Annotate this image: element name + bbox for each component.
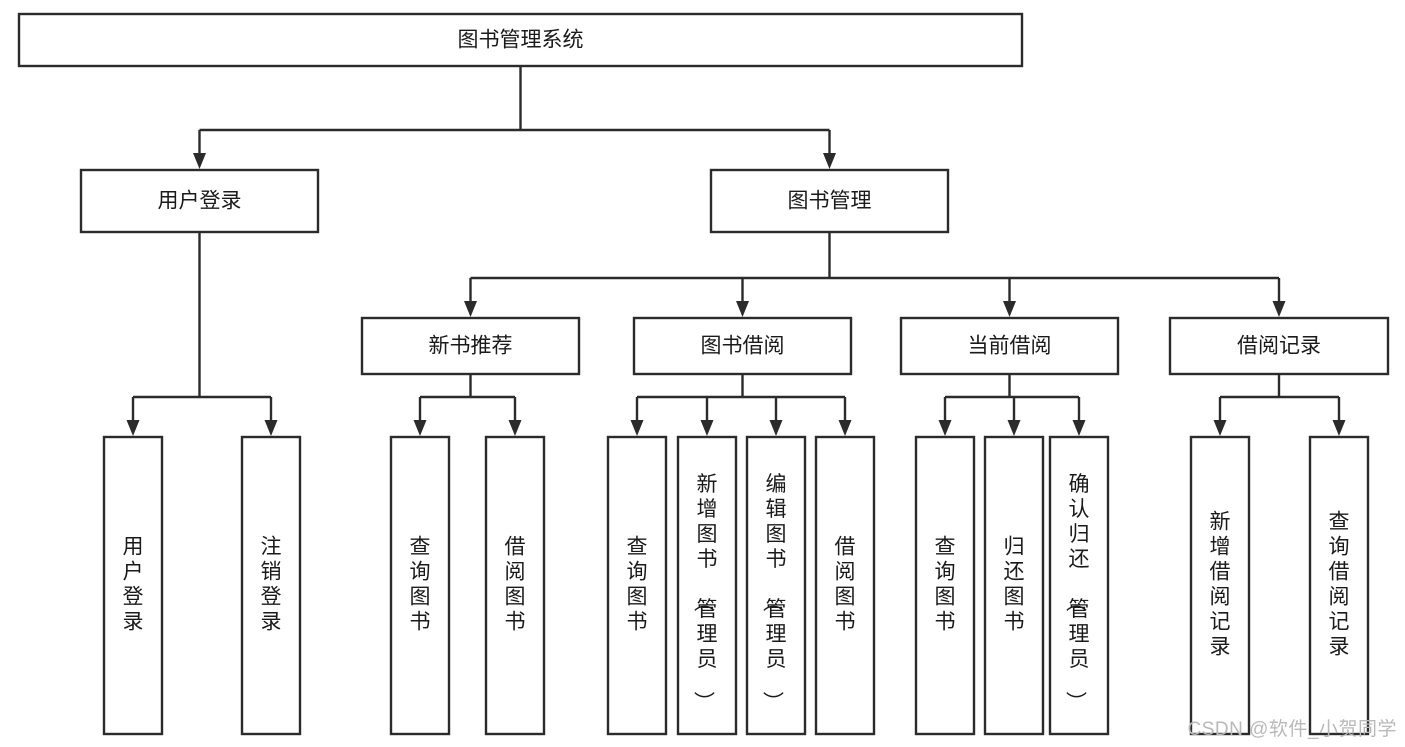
node-book-borrow[interactable]: 图书借阅 bbox=[632, 316, 853, 376]
arrow-head-icon bbox=[823, 153, 836, 169]
node-box-leaf-confirm-return-admin[interactable] bbox=[1048, 435, 1110, 736]
node-box-leaf-return-book[interactable] bbox=[983, 435, 1045, 736]
arrow-head-icon bbox=[1072, 420, 1086, 436]
node-label-leaf-confirm-return-admin: 确认归还（管理员） bbox=[1064, 473, 1090, 712]
node-leaf-logout-login[interactable]: 注销登录 bbox=[240, 435, 302, 736]
node-box-leaf-query-borrow-record[interactable] bbox=[1308, 435, 1370, 736]
arrow-head-icon bbox=[193, 153, 206, 169]
arrow-head-icon bbox=[1332, 420, 1346, 436]
conn-root-to-level2 bbox=[193, 66, 836, 169]
node-leaf-query-book-borrow[interactable]: 查询图书 bbox=[606, 435, 668, 736]
arrow-head-icon bbox=[1007, 420, 1021, 436]
node-box-current-borrow[interactable] bbox=[899, 316, 1120, 376]
node-box-leaf-logout-login[interactable] bbox=[240, 435, 302, 736]
node-leaf-query-book-current[interactable]: 查询图书 bbox=[914, 435, 976, 736]
conn-current-borrow-to-leaves bbox=[938, 374, 1086, 436]
node-label-borrow-record: 借阅记录 bbox=[1237, 335, 1321, 358]
arrow-head-icon bbox=[508, 420, 522, 436]
conn-book-manage-to-level3 bbox=[464, 232, 1286, 317]
node-leaf-edit-book-admin[interactable]: 编辑图书（管理员） bbox=[745, 435, 807, 736]
node-label-leaf-add-book-admin: 新增图书（管理员） bbox=[692, 473, 718, 712]
node-box-leaf-user-login[interactable] bbox=[102, 435, 164, 736]
node-leaf-add-borrow-record[interactable]: 新增借阅记录 bbox=[1189, 435, 1251, 736]
node-box-book-manage[interactable] bbox=[709, 168, 950, 234]
arrow-head-icon bbox=[769, 420, 783, 436]
arrow-head-icon bbox=[1213, 420, 1227, 436]
node-user-login[interactable]: 用户登录 bbox=[79, 168, 320, 234]
arrow-head-icon bbox=[413, 420, 427, 436]
node-box-leaf-borrow-book-recommend[interactable] bbox=[484, 435, 546, 736]
node-label-new-book-recommend: 新书推荐 bbox=[429, 335, 513, 358]
conn-book-borrow-to-leaves bbox=[630, 374, 852, 436]
node-new-book-recommend[interactable]: 新书推荐 bbox=[360, 316, 581, 376]
node-label-leaf-user-login: 用户登录 bbox=[123, 536, 144, 634]
node-label-leaf-logout-login: 注销登录 bbox=[261, 536, 282, 634]
node-box-user-login[interactable] bbox=[79, 168, 320, 234]
node-label-current-borrow: 当前借阅 bbox=[968, 335, 1052, 358]
node-label-leaf-add-borrow-record: 新增借阅记录 bbox=[1210, 511, 1231, 659]
node-leaf-return-book[interactable]: 归还图书 bbox=[983, 435, 1045, 736]
node-leaf-query-book-recommend[interactable]: 查询图书 bbox=[389, 435, 451, 736]
nodes-layer: 图书管理系统用户登录图书管理新书推荐图书借阅当前借阅借阅记录用户登录注销登录查询… bbox=[17, 12, 1390, 736]
node-current-borrow[interactable]: 当前借阅 bbox=[899, 316, 1120, 376]
node-leaf-confirm-return-admin[interactable]: 确认归还（管理员） bbox=[1048, 435, 1110, 736]
node-root[interactable]: 图书管理系统 bbox=[17, 12, 1024, 68]
node-label-leaf-query-book-current: 查询图书 bbox=[935, 536, 956, 634]
node-box-leaf-query-book-recommend[interactable] bbox=[389, 435, 451, 736]
connectors-layer bbox=[126, 66, 1346, 436]
conn-new-book-recommend-to-leaves bbox=[413, 374, 522, 436]
node-leaf-borrow-book[interactable]: 借阅图书 bbox=[814, 435, 876, 736]
conn-user-login-to-leaves bbox=[126, 232, 278, 436]
node-box-leaf-add-book-admin[interactable] bbox=[676, 435, 738, 736]
node-label-book-borrow: 图书借阅 bbox=[701, 335, 785, 358]
node-box-leaf-query-book-borrow[interactable] bbox=[606, 435, 668, 736]
node-box-leaf-borrow-book[interactable] bbox=[814, 435, 876, 736]
arrow-head-icon bbox=[630, 420, 644, 436]
arrow-head-icon bbox=[838, 420, 852, 436]
node-book-manage[interactable]: 图书管理 bbox=[709, 168, 950, 234]
node-label-leaf-query-book-borrow: 查询图书 bbox=[627, 536, 648, 634]
arrow-head-icon bbox=[938, 420, 952, 436]
arrow-head-icon bbox=[1272, 301, 1286, 317]
node-label-leaf-borrow-book: 借阅图书 bbox=[835, 536, 856, 634]
node-label-book-manage: 图书管理 bbox=[788, 190, 872, 213]
node-label-leaf-query-book-recommend: 查询图书 bbox=[410, 536, 431, 634]
node-borrow-record[interactable]: 借阅记录 bbox=[1168, 316, 1390, 376]
node-box-leaf-edit-book-admin[interactable] bbox=[745, 435, 807, 736]
node-box-leaf-query-book-current[interactable] bbox=[914, 435, 976, 736]
node-leaf-add-book-admin[interactable]: 新增图书（管理员） bbox=[676, 435, 738, 736]
node-box-root[interactable] bbox=[17, 12, 1024, 68]
node-label-leaf-edit-book-admin: 编辑图书（管理员） bbox=[761, 473, 787, 712]
node-box-new-book-recommend[interactable] bbox=[360, 316, 581, 376]
arrow-head-icon bbox=[1003, 301, 1016, 317]
arrow-head-icon bbox=[700, 420, 714, 436]
node-leaf-borrow-book-recommend[interactable]: 借阅图书 bbox=[484, 435, 546, 736]
node-label-user-login: 用户登录 bbox=[158, 190, 242, 213]
node-box-borrow-record[interactable] bbox=[1168, 316, 1390, 376]
arrow-head-icon bbox=[264, 420, 278, 436]
node-label-leaf-query-borrow-record: 查询借阅记录 bbox=[1329, 511, 1350, 659]
node-box-book-borrow[interactable] bbox=[632, 316, 853, 376]
node-label-root: 图书管理系统 bbox=[458, 29, 584, 52]
node-box-leaf-add-borrow-record[interactable] bbox=[1189, 435, 1251, 736]
node-leaf-user-login[interactable]: 用户登录 bbox=[102, 435, 164, 736]
arrow-head-icon bbox=[464, 301, 477, 317]
node-label-leaf-return-book: 归还图书 bbox=[1004, 536, 1025, 634]
conn-borrow-record-to-leaves bbox=[1213, 374, 1346, 436]
arrow-head-icon bbox=[736, 301, 749, 317]
arrow-head-icon bbox=[126, 420, 140, 436]
node-leaf-query-borrow-record[interactable]: 查询借阅记录 bbox=[1308, 435, 1370, 736]
node-label-leaf-borrow-book-recommend: 借阅图书 bbox=[505, 536, 526, 634]
